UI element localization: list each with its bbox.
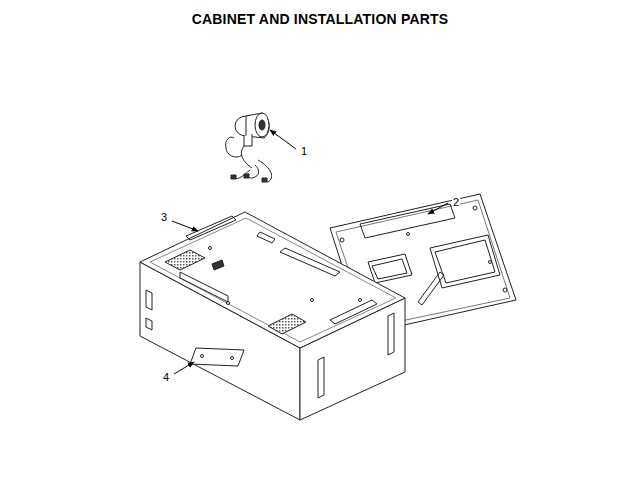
cabinet bbox=[140, 212, 405, 420]
diagram-title: CABINET AND INSTALLATION PARTS bbox=[192, 11, 449, 27]
cover-plate bbox=[190, 348, 244, 366]
callout-number: 4 bbox=[162, 371, 170, 383]
callout-number: 3 bbox=[160, 211, 168, 223]
callout-number: 1 bbox=[300, 145, 308, 157]
title-slot: CABINET AND INSTALLATION PARTS bbox=[0, 10, 640, 28]
leader-lines bbox=[172, 130, 448, 374]
callout-slot: 1 bbox=[300, 141, 308, 159]
callout-slot: 4 bbox=[162, 367, 170, 385]
callout-slot: 2 bbox=[452, 192, 460, 210]
callout-number: 2 bbox=[452, 196, 460, 208]
callout-slot: 3 bbox=[160, 207, 168, 225]
mounting-plate bbox=[330, 194, 516, 334]
motor-part bbox=[226, 113, 272, 182]
